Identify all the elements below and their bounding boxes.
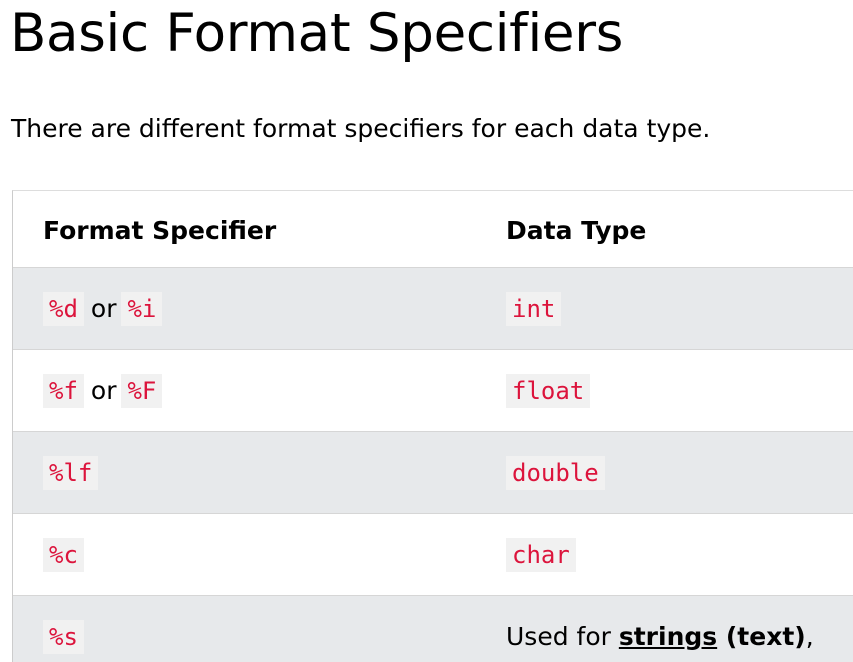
intro-text: There are different format specifiers fo… [11, 113, 710, 145]
type-text-suffix: , [806, 622, 814, 651]
specifier-code: %i [121, 292, 162, 326]
table-header-row: Format Specifier Data Type [13, 191, 853, 268]
type-code: int [506, 292, 561, 326]
type-text-prefix: Used for [506, 622, 619, 651]
specifier-code: %lf [43, 456, 98, 490]
specifier-code: %F [121, 374, 162, 408]
type-cell: float [476, 350, 853, 432]
table-row: %lf double [13, 432, 853, 514]
specifier-code: %c [43, 538, 84, 572]
type-cell: char [476, 514, 853, 596]
specifier-cell: %c [13, 514, 476, 596]
specifier-cell: %s [13, 596, 476, 662]
type-text-bold: (text) [717, 622, 806, 651]
page-title: Basic Format Specifiers [10, 2, 623, 66]
or-text: or [84, 294, 122, 323]
table-row: %s Used for strings (text), [13, 596, 853, 662]
type-cell: Used for strings (text), [476, 596, 853, 662]
type-code: char [506, 538, 576, 572]
specifier-code: %f [43, 374, 84, 408]
header-format-specifier: Format Specifier [13, 191, 476, 268]
type-code: float [506, 374, 590, 408]
specifier-cell: %lf [13, 432, 476, 514]
or-text: or [84, 376, 122, 405]
specifier-code: %d [43, 292, 84, 326]
type-cell: int [476, 268, 853, 350]
header-data-type: Data Type [476, 191, 853, 268]
type-code: double [506, 456, 605, 490]
table-row: %c char [13, 514, 853, 596]
specifier-code: %s [43, 620, 84, 654]
strings-link[interactable]: strings [619, 622, 717, 651]
type-cell: double [476, 432, 853, 514]
